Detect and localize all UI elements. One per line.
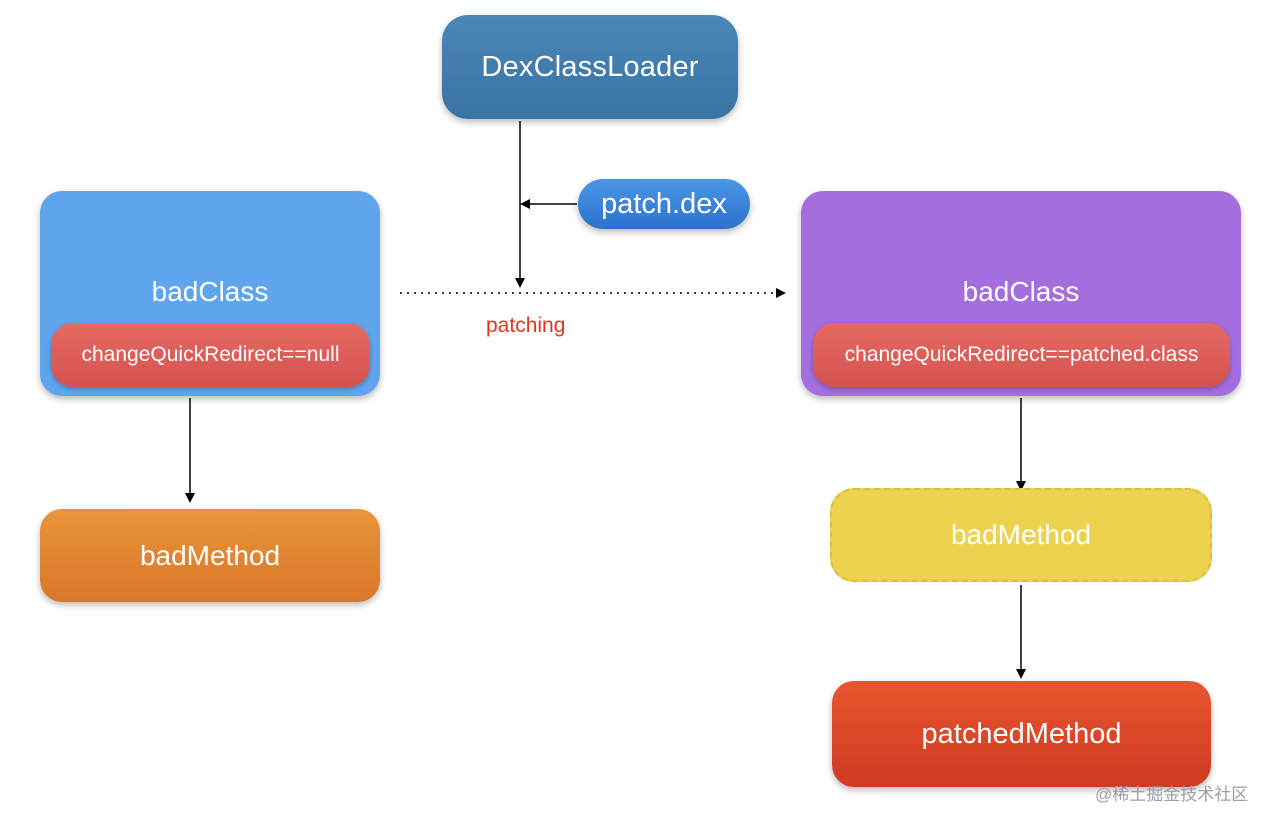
right-bad-class-title: badClass [962,276,1080,307]
right-bad-method-label: badMethod [950,519,1092,550]
dex-class-loader-label: DexClassLoader [481,50,699,83]
left-redirect-field: changeQuickRedirect==null [51,323,370,387]
dex-class-loader-node: DexClassLoader [442,15,738,119]
left-bad-class-node: badClass changeQuickRedirect==null [40,191,380,396]
right-redirect-label: changeQuickRedirect==patched.class [844,343,1199,366]
left-bad-class-title: badClass [151,276,269,307]
left-bad-method-label: badMethod [139,539,281,571]
left-redirect-label: changeQuickRedirect==null [81,343,340,366]
patching-edge-label: patching [486,314,566,337]
right-bad-class-node: badClass changeQuickRedirect==patched.cl… [801,191,1241,396]
left-bad-method-node: badMethod [40,509,380,602]
patched-method-label: patchedMethod [921,717,1122,750]
right-bad-method-node: badMethod [830,488,1212,582]
patched-method-node: patchedMethod [832,681,1211,787]
patch-dex-node: patch.dex [578,179,750,229]
right-redirect-field: changeQuickRedirect==patched.class [813,323,1230,387]
watermark: @稀土掘金技术社区 [1095,785,1249,804]
patch-dex-label: patch.dex [601,187,727,220]
